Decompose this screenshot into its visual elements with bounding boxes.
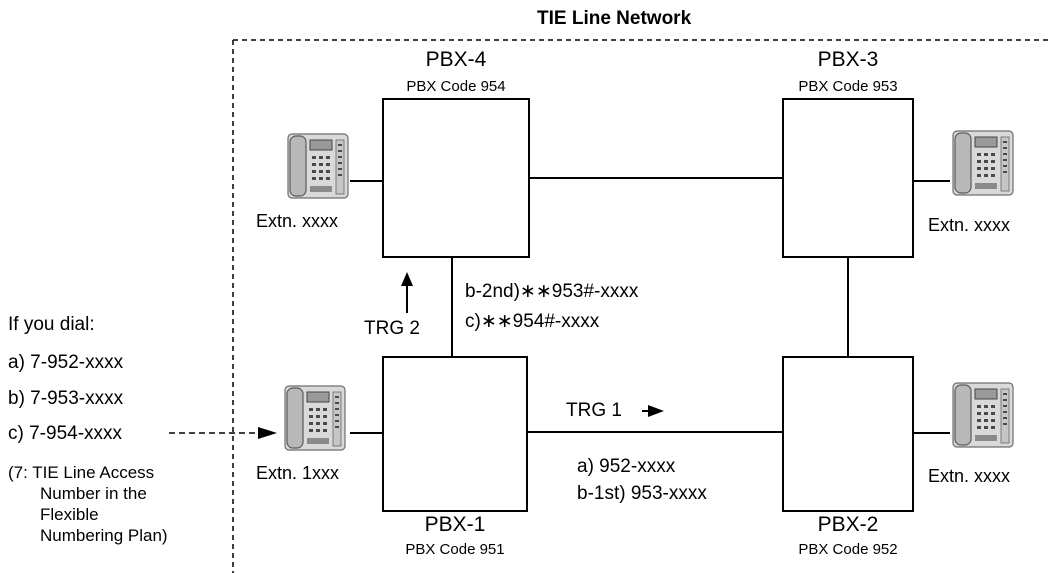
pbx3-code: PBX Code 953 bbox=[798, 78, 898, 95]
pbx3-name: PBX-3 bbox=[817, 48, 879, 71]
pbx2-code: PBX Code 952 bbox=[798, 541, 898, 558]
pbx4-name: PBX-4 bbox=[425, 48, 487, 71]
network-title: TIE Line Network bbox=[537, 8, 692, 29]
pbx1-name: PBX-1 bbox=[424, 513, 486, 536]
telephone-icon-pbx2 bbox=[952, 382, 1014, 448]
pbx1-box bbox=[382, 356, 528, 512]
dial-note-line-2: Number in the bbox=[40, 484, 147, 503]
extension-label-pbx3: Extn. xxxx bbox=[928, 215, 1011, 235]
extension-label-pbx4: Extn. xxxx bbox=[256, 211, 339, 231]
pbx2-name: PBX-2 bbox=[817, 513, 879, 536]
trg2-arrow bbox=[401, 272, 413, 313]
route-b-1st: b-1st) 953-xxxx bbox=[577, 483, 707, 504]
extension-label-pbx2: Extn. xxxx bbox=[928, 466, 1011, 486]
route-b-2nd: b-2nd)∗∗953#-xxxx bbox=[465, 281, 639, 302]
pbx1-code: PBX Code 951 bbox=[405, 541, 505, 558]
route-c: c)∗∗954#-xxxx bbox=[465, 311, 600, 332]
pbx4-box bbox=[382, 98, 530, 258]
telephone-icon-pbx3 bbox=[952, 130, 1014, 196]
dial-arrow bbox=[169, 427, 277, 439]
telephone-icon-pbx1 bbox=[284, 385, 346, 451]
dial-note-line-4: Numbering Plan) bbox=[40, 526, 168, 545]
pbx2-box bbox=[782, 356, 914, 512]
dial-note-line-1: (7: TIE Line Access bbox=[8, 463, 155, 482]
network-boundary bbox=[232, 39, 1050, 573]
extension-label-pbx1: Extn. 1xxx bbox=[256, 463, 340, 483]
dial-option-c: c) 7-954-xxxx bbox=[8, 423, 123, 444]
dial-option-a: a) 7-952-xxxx bbox=[8, 352, 124, 373]
telephone-icon-pbx4 bbox=[287, 133, 349, 199]
dial-heading: If you dial: bbox=[8, 314, 95, 335]
trg1-arrow bbox=[642, 405, 664, 417]
trg2-label: TRG 2 bbox=[364, 318, 420, 339]
route-a: a) 952-xxxx bbox=[577, 456, 676, 477]
dial-option-b: b) 7-953-xxxx bbox=[8, 388, 124, 409]
pbx4-code: PBX Code 954 bbox=[406, 78, 506, 95]
pbx3-box bbox=[782, 98, 914, 258]
trg1-label: TRG 1 bbox=[566, 400, 622, 421]
dial-note-line-3: Flexible bbox=[40, 505, 99, 524]
